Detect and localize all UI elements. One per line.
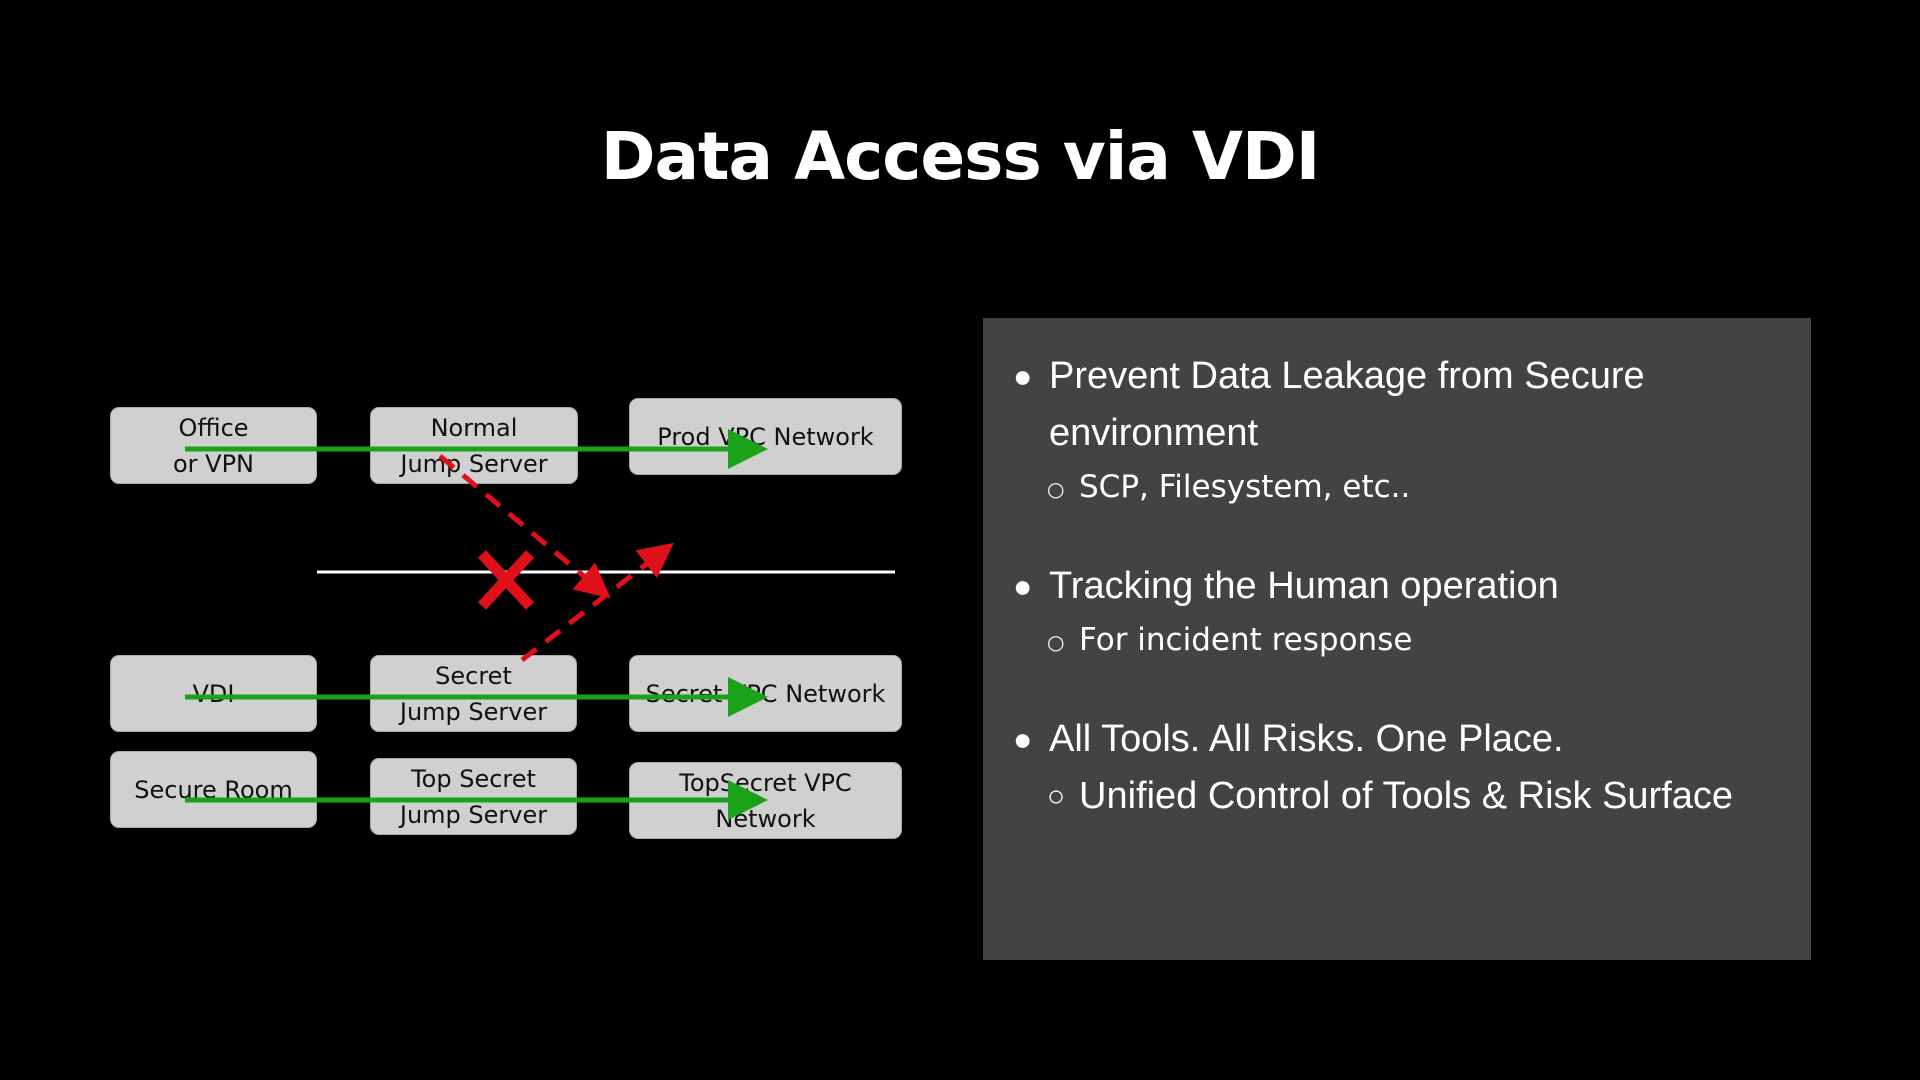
network-diagram: Office or VPN Normal Jump Server Prod VP… [0, 0, 920, 900]
box-label: Jump Server [400, 449, 548, 478]
bullet-text: Prevent Data Leakage from Secure [1049, 355, 1645, 397]
box-label: Secret [435, 661, 512, 690]
point-tracking: ● Tracking the Human operation ○ For inc… [1013, 558, 1781, 665]
key-points-panel: ● Prevent Data Leakage from Secure envir… [983, 318, 1811, 960]
box-label: Office [178, 413, 249, 442]
box-label: Secure Room [134, 775, 293, 804]
vdi-box: VDI [110, 655, 317, 732]
box-label: Secret VPC Network [645, 679, 886, 708]
point-all-tools: ● All Tools. All Risks. One Place. ○ Uni… [1013, 711, 1781, 825]
topsecret-vpc-network-box: TopSecret VPC Network [629, 762, 902, 839]
secure-room-box: Secure Room [110, 751, 317, 828]
top-secret-jump-server-box: Top Secret Jump Server [370, 758, 577, 835]
bullet-text: All Tools. All Risks. One Place. [1049, 718, 1564, 760]
point-prevent-leakage: ● Prevent Data Leakage from Secure envir… [1013, 348, 1781, 512]
sub-bullet-ring-icon: ○ [1047, 780, 1066, 813]
bullet-dot-icon: ● [1013, 721, 1033, 757]
secret-vpc-network-box: Secret VPC Network [629, 655, 902, 732]
blocked-x-icon [477, 550, 535, 610]
prod-vpc-network-box: Prod VPC Network [629, 398, 902, 475]
bullet-text: Tracking the Human operation [1049, 565, 1559, 607]
box-label: Top Secret [411, 764, 536, 793]
sub-bullet-text: Unified Control of Tools & Risk Surface [1079, 775, 1734, 817]
box-label: Jump Server [399, 800, 548, 829]
box-label: TopSecret VPC [679, 768, 852, 797]
box-label: VDI [192, 679, 235, 708]
box-label: Network [715, 804, 816, 833]
sub-bullet-text: For incident response [1079, 622, 1413, 658]
box-label: or VPN [172, 449, 255, 478]
box-label: Normal [430, 413, 518, 442]
box-label: Prod VPC Network [657, 422, 874, 451]
bullet-text: environment [1049, 412, 1259, 454]
slide-title: Data Access via VDI [600, 118, 1321, 195]
sub-bullet-text: SCP, Filesystem, etc.. [1079, 469, 1411, 505]
box-label: Jump Server [399, 697, 548, 726]
blocked-path-up [520, 542, 674, 662]
sub-bullet-ring-icon: ○ [1047, 630, 1065, 654]
normal-jump-server-box: Normal Jump Server [370, 407, 578, 484]
sub-bullet-ring-icon: ○ [1047, 477, 1065, 501]
bullet-dot-icon: ● [1013, 568, 1033, 604]
office-vpn-box: Office or VPN [110, 407, 317, 484]
bullet-dot-icon: ● [1013, 358, 1033, 394]
secret-jump-server-box: Secret Jump Server [370, 655, 577, 732]
